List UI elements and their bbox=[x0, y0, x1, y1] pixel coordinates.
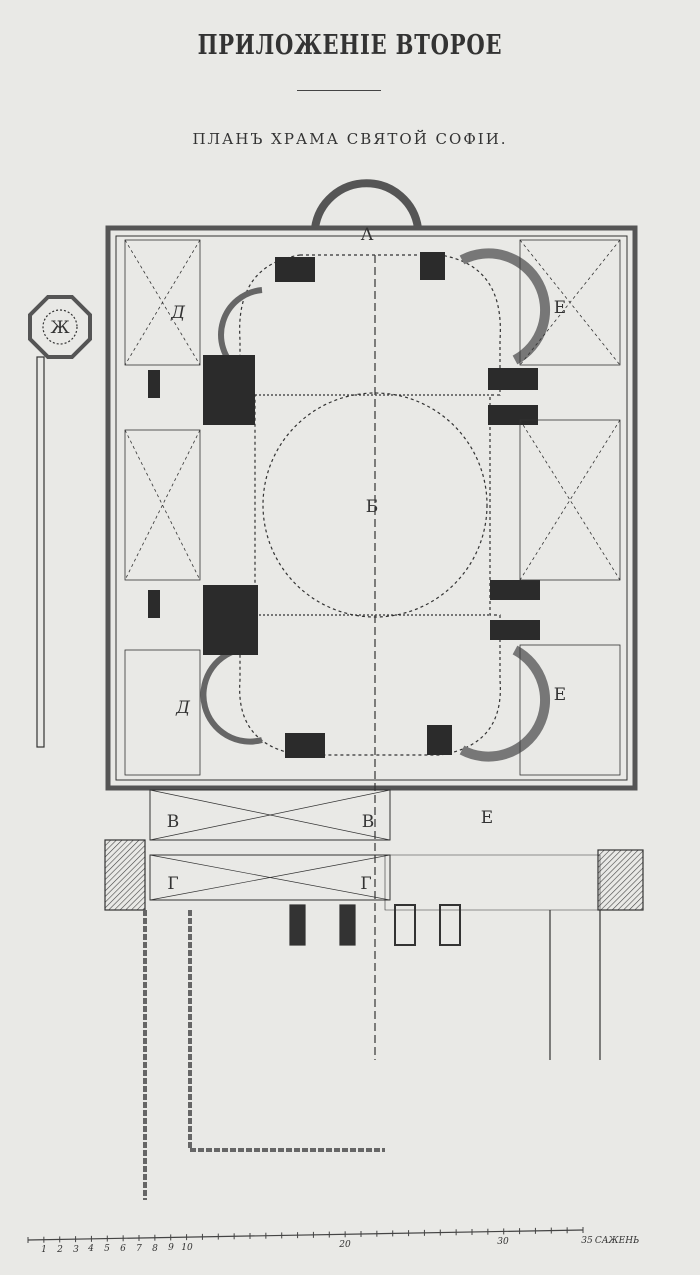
atrium-wall bbox=[188, 910, 385, 1152]
aisle-bays bbox=[124, 239, 621, 776]
scale-label: 20 bbox=[338, 1240, 351, 1250]
label-aisle-e-upper: Е bbox=[554, 298, 566, 318]
scale-label: 5 bbox=[104, 1244, 110, 1254]
scale-label: 2 bbox=[56, 1245, 63, 1255]
label-aisle-e-lower: Е bbox=[554, 685, 566, 705]
inner-narthex bbox=[149, 789, 391, 841]
scale-label: 6 bbox=[120, 1244, 126, 1254]
label-baptistery: Ж bbox=[50, 318, 69, 338]
piers bbox=[148, 252, 540, 758]
outer-wall bbox=[105, 225, 638, 791]
scale-label: 3 bbox=[73, 1245, 79, 1255]
plan-title: ПЛАНЪ ХРАМА СВЯТОЙ СОФІИ. bbox=[192, 130, 508, 148]
label-aisle-d-upper: Д bbox=[170, 303, 186, 323]
scale-label: 4 bbox=[87, 1244, 94, 1254]
plan-labels: А Б Д Д Е Е Е В В Г Г Ж bbox=[50, 225, 566, 894]
scale-label: 30 bbox=[497, 1237, 509, 1247]
baptistery-octagon bbox=[28, 295, 92, 359]
steps bbox=[384, 854, 601, 911]
label-narthex-g-left: Г bbox=[167, 874, 178, 894]
label-nave: Б bbox=[366, 497, 379, 517]
label-entrance-e: Е bbox=[481, 808, 493, 828]
apse-wall bbox=[311, 179, 422, 229]
label-apse: А bbox=[361, 225, 374, 245]
scale-bar-line bbox=[27, 1229, 584, 1241]
label-narthex-g-right: Г bbox=[360, 874, 371, 894]
heading-divider bbox=[297, 90, 381, 91]
scale-label: 1 bbox=[41, 1245, 47, 1255]
scale-label: 7 bbox=[136, 1244, 142, 1254]
scale-unit: САЖЕНЬ bbox=[595, 1236, 639, 1246]
scale-label: 10 bbox=[181, 1243, 193, 1253]
page-heading: ПРИЛОЖЕНІЕ ВТОРОЕ bbox=[197, 30, 503, 61]
label-aisle-d-lower: Д bbox=[175, 698, 191, 718]
nave-outline bbox=[239, 254, 501, 756]
scale-label: 9 bbox=[168, 1243, 174, 1253]
scale-label: 35 bbox=[581, 1236, 593, 1246]
label-narthex-v-left: В bbox=[167, 812, 180, 832]
scale-bar: 1 2 3 4 5 6 7 8 9 10 20 30 35 САЖЕНЬ bbox=[27, 1227, 639, 1255]
scale-label: 8 bbox=[152, 1244, 158, 1254]
label-narthex-v-right: В bbox=[362, 812, 375, 832]
outer-narthex bbox=[149, 854, 391, 901]
